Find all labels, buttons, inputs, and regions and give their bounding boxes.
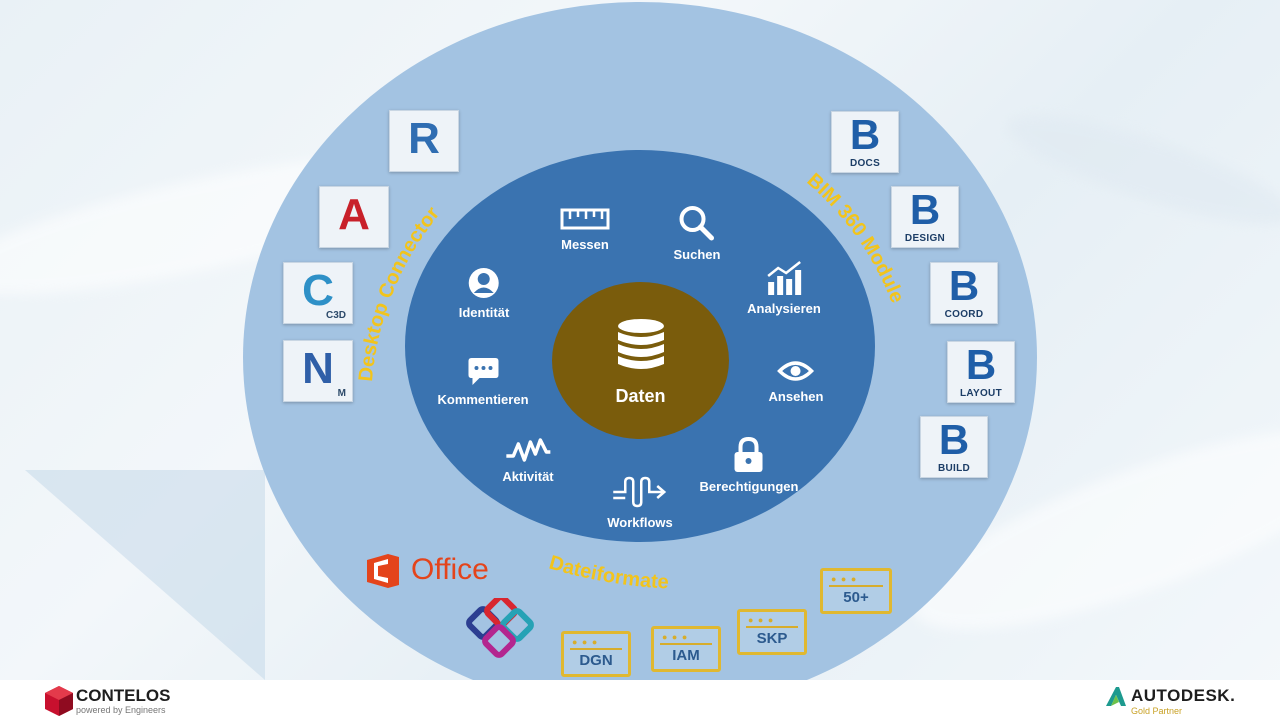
navisworks-icon: N (302, 344, 334, 393)
contelos-brand: CONTELOS (76, 686, 171, 705)
autodesk-tagline: Gold Partner (1131, 706, 1183, 716)
comment-icon (468, 358, 498, 385)
autodesk-brand: AUTODESK. (1131, 686, 1236, 705)
bim-docs-tile[interactable]: B DOCS (831, 111, 899, 173)
format-skp: ● ● ● SKP (737, 609, 807, 655)
ruler-icon (560, 208, 610, 230)
feature-identity: Identität (458, 266, 510, 322)
bim-module-label: DESIGN (904, 233, 946, 244)
eye-icon (777, 361, 815, 381)
format-label: SKP (756, 630, 788, 647)
bim-module-label: DOCS (849, 158, 881, 169)
bim-build-tile[interactable]: B BUILD (920, 416, 988, 478)
format-dgn: ● ● ● DGN (561, 631, 631, 677)
bim360-icon: B (938, 416, 970, 463)
autodesk-logo-icon (1106, 687, 1126, 706)
lock-icon (735, 436, 763, 472)
civil3d-tile[interactable]: C C3D (283, 262, 353, 324)
footer-bar: CONTELOS powered by Engineers AUTODESK. … (0, 680, 1280, 720)
feature-label: Analysieren (747, 301, 821, 316)
civil3d-icon: C (302, 266, 334, 315)
workflow-icon (613, 476, 666, 508)
feature-label: Suchen (673, 247, 721, 262)
feature-measure: Messen (560, 206, 610, 254)
activity-icon (505, 438, 550, 462)
core-label: Daten (615, 386, 666, 406)
file-formats-label: Dateiformate (547, 552, 670, 594)
bim-design-tile[interactable]: B DESIGN (891, 186, 959, 248)
feature-label: Workflows (607, 515, 673, 530)
bim-coord-tile[interactable]: B COORD (930, 262, 998, 324)
format-label: DGN (579, 652, 613, 669)
database-icon (552, 318, 729, 379)
autocad-icon: A (338, 190, 370, 239)
feature-view: Ansehen (768, 358, 824, 406)
feature-label: Aktivität (502, 469, 554, 484)
bim360-icon: B (948, 262, 980, 309)
ifc-logo-icon (466, 598, 534, 658)
feature-analyze: Analysieren (747, 260, 821, 318)
feature-comment: Kommentieren (437, 357, 529, 409)
contelos-tagline: powered by Engineers (76, 705, 166, 715)
feature-label: Messen (561, 237, 609, 252)
feature-permissions: Berechtigungen (699, 436, 799, 496)
bim-module-label: COORD (944, 309, 984, 320)
feature-label: Identität (458, 305, 510, 320)
format-more: ● ● ● 50+ (820, 568, 892, 614)
revit-tile[interactable]: R (389, 110, 459, 172)
bim360-icon: B (965, 341, 997, 388)
feature-activity: Aktivität (502, 436, 554, 486)
bim-module-label: BUILD (937, 463, 971, 474)
format-label: IAM (672, 647, 700, 664)
background-triangle (25, 470, 265, 680)
bim360-icon: B (849, 111, 881, 158)
bim-module-label: LAYOUT (960, 388, 1002, 399)
revit-icon: R (408, 114, 440, 163)
search-icon (680, 206, 715, 241)
format-label: 50+ (843, 589, 869, 606)
feature-search: Suchen (673, 204, 721, 264)
feature-label: Ansehen (768, 389, 824, 404)
office-label: Office (411, 553, 489, 586)
bim360-icon: B (909, 186, 941, 233)
data-core: Daten (552, 282, 729, 439)
app-sub-label: C3D (325, 310, 346, 321)
navisworks-tile[interactable]: N M (283, 340, 353, 402)
autocad-tile[interactable]: A (319, 186, 389, 248)
office-icon (367, 554, 399, 588)
feature-label: Berechtigungen (699, 479, 799, 494)
app-sub-label: M (337, 388, 346, 399)
feature-workflows: Workflows (607, 474, 673, 532)
user-icon (469, 268, 499, 298)
format-iam: ● ● ● IAM (651, 626, 721, 672)
contelos-logo-icon (45, 686, 73, 716)
chart-icon (767, 261, 801, 295)
bim-layout-tile[interactable]: B LAYOUT (947, 341, 1015, 403)
feature-label: Kommentieren (437, 392, 529, 407)
